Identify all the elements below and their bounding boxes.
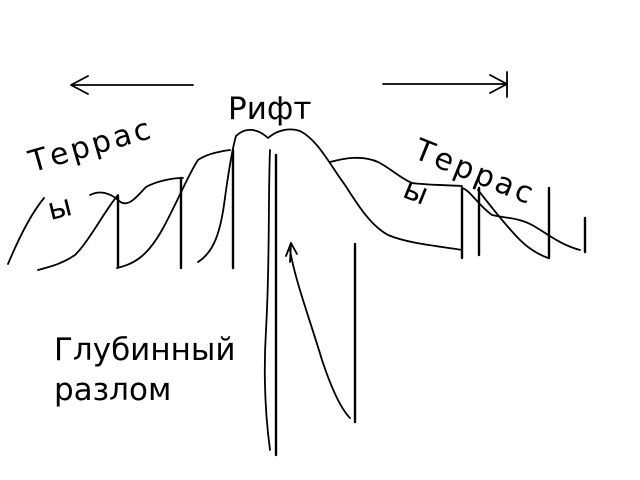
deep-fault-label-line2: разлом [54, 372, 172, 408]
deep-fault-wavy-left [263, 149, 271, 451]
left-terrace-middle [89, 177, 184, 205]
left-extension-arrow [70, 75, 194, 95]
right-terrace-upper [329, 156, 463, 187]
right-terrace-middle [461, 187, 581, 251]
left-terrace-edge [7, 197, 45, 265]
deep-fault-wavy-right [289, 249, 351, 419]
rift-label: Рифт [228, 91, 312, 127]
deep-fault-label-line1: Глубинный [54, 332, 236, 368]
right-extension-arrow [382, 71, 508, 98]
left-terrace-lower [37, 194, 119, 271]
deep-fault-arrow-shaft [289, 242, 292, 263]
left-terrace-upper [116, 149, 231, 269]
rift-ridge-outline [235, 128, 463, 251]
rift-inner-slope [197, 135, 237, 263]
right-terrace-lower [477, 189, 549, 259]
